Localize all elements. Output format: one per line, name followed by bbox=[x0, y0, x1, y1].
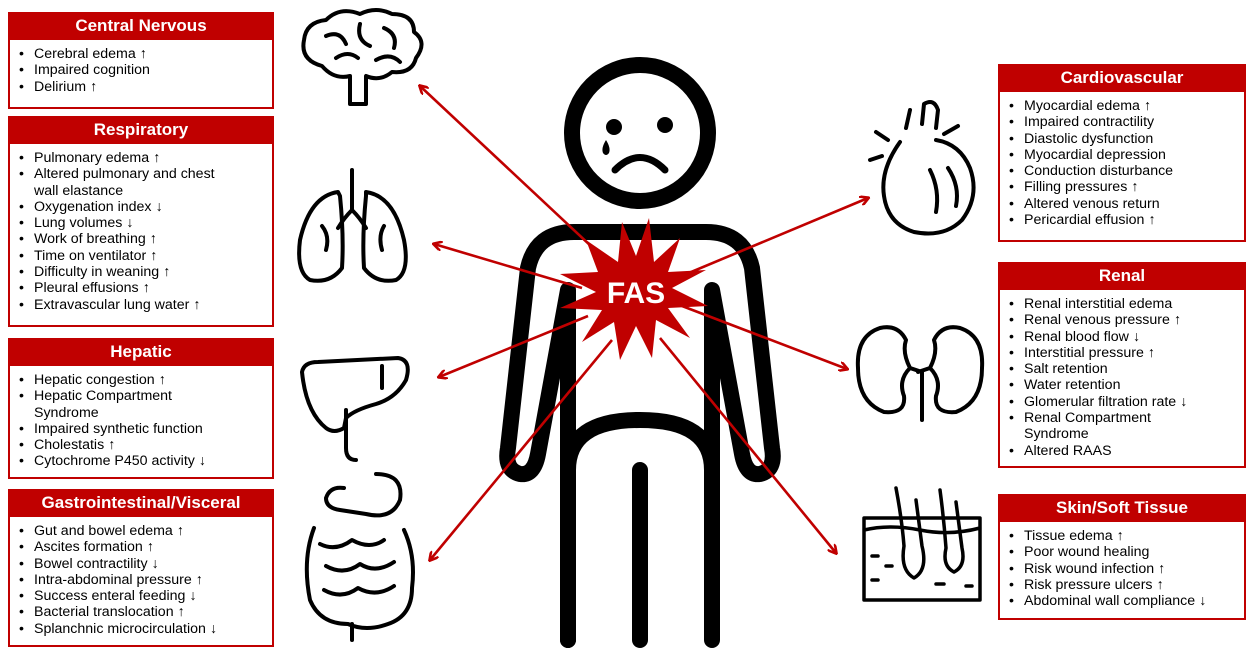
list-item: Splanchnic microcirculation ↓ bbox=[34, 621, 268, 637]
list-item: Pleural effusions ↑ bbox=[34, 280, 268, 296]
arrow-skin bbox=[660, 338, 836, 553]
right-eye bbox=[657, 117, 673, 133]
list-item: Difficulty in weaning ↑ bbox=[34, 264, 268, 280]
list-item: Myocardial edema ↑ bbox=[1024, 98, 1240, 114]
hepatic-box: Hepatic Hepatic congestion ↑ Hepatic Com… bbox=[8, 338, 274, 479]
list-item: Hepatic Compartment bbox=[34, 388, 268, 404]
renal-list: Renal interstitial edema Renal venous pr… bbox=[1000, 290, 1244, 461]
list-item: Pericardial effusion ↑ bbox=[1024, 212, 1240, 228]
renal-box: Renal Renal interstitial edema Renal ven… bbox=[998, 262, 1246, 468]
list-item: Syndrome bbox=[1024, 426, 1240, 442]
gastrointestinal-list: Gut and bowel edema ↑ Ascites formation … bbox=[10, 517, 272, 639]
list-item: Filling pressures ↑ bbox=[1024, 179, 1240, 195]
list-item: Altered pulmonary and chest bbox=[34, 166, 268, 182]
list-item: Cholestatis ↑ bbox=[34, 437, 268, 453]
list-item: Diastolic dysfunction bbox=[1024, 131, 1240, 147]
list-item: Myocardial depression bbox=[1024, 147, 1240, 163]
gastrointestinal-title: Gastrointestinal/Visceral bbox=[8, 489, 274, 517]
fas-center-label: FAS bbox=[600, 277, 672, 311]
cardiovascular-box: Cardiovascular Myocardial edema ↑ Impair… bbox=[998, 64, 1246, 242]
skin-soft-tissue-box: Skin/Soft Tissue Tissue edema ↑ Poor wou… bbox=[998, 494, 1246, 620]
gastrointestinal-box: Gastrointestinal/Visceral Gut and bowel … bbox=[8, 489, 274, 647]
list-item: Renal interstitial edema bbox=[1024, 296, 1240, 312]
lungs-icon bbox=[299, 170, 406, 281]
list-item: Ascites formation ↑ bbox=[34, 539, 268, 555]
list-item: Glomerular filtration rate ↓ bbox=[1024, 394, 1240, 410]
central-nervous-box: Central Nervous Cerebral edema ↑ Impaire… bbox=[8, 12, 274, 109]
frown-mouth bbox=[615, 158, 665, 171]
cardiovascular-title: Cardiovascular bbox=[998, 64, 1246, 92]
list-item: wall elastance bbox=[34, 183, 268, 199]
list-item: Bacterial translocation ↑ bbox=[34, 604, 268, 620]
list-item: Tissue edema ↑ bbox=[1024, 528, 1240, 544]
list-item: Hepatic congestion ↑ bbox=[34, 372, 268, 388]
list-item: Salt retention bbox=[1024, 361, 1240, 377]
left-eye bbox=[606, 119, 622, 135]
list-item: Work of breathing ↑ bbox=[34, 231, 268, 247]
list-item: Oxygenation index ↓ bbox=[34, 199, 268, 215]
list-item: Bowel contractility ↓ bbox=[34, 556, 268, 572]
respiratory-box: Respiratory Pulmonary edema ↑ Altered pu… bbox=[8, 116, 274, 327]
list-item: Risk pressure ulcers ↑ bbox=[1024, 577, 1240, 593]
intestine-icon bbox=[307, 474, 413, 640]
list-item: Renal venous pressure ↑ bbox=[1024, 312, 1240, 328]
central-nervous-title: Central Nervous bbox=[8, 12, 274, 40]
liver-icon bbox=[302, 358, 408, 460]
kidneys-icon bbox=[858, 327, 982, 420]
list-item: Renal Compartment bbox=[1024, 410, 1240, 426]
list-item: Delirium ↑ bbox=[34, 79, 268, 95]
list-item: Syndrome bbox=[34, 405, 268, 421]
list-item: Interstitial pressure ↑ bbox=[1024, 345, 1240, 361]
list-item: Impaired contractility bbox=[1024, 114, 1240, 130]
list-item: Cerebral edema ↑ bbox=[34, 46, 268, 62]
list-item: Intra-abdominal pressure ↑ bbox=[34, 572, 268, 588]
list-item: Abdominal wall compliance ↓ bbox=[1024, 593, 1240, 609]
skin-layers-icon bbox=[864, 488, 980, 600]
list-item: Impaired synthetic function bbox=[34, 421, 268, 437]
list-item: Water retention bbox=[1024, 377, 1240, 393]
sad-face bbox=[602, 117, 673, 170]
renal-title: Renal bbox=[998, 262, 1246, 290]
person-head bbox=[572, 65, 708, 201]
list-item: Renal blood flow ↓ bbox=[1024, 329, 1240, 345]
list-item: Conduction disturbance bbox=[1024, 163, 1240, 179]
list-item: Lung volumes ↓ bbox=[34, 215, 268, 231]
respiratory-list: Pulmonary edema ↑ Altered pulmonary and … bbox=[10, 144, 272, 315]
brain-icon bbox=[303, 10, 421, 104]
list-item: Pulmonary edema ↑ bbox=[34, 150, 268, 166]
respiratory-title: Respiratory bbox=[8, 116, 274, 144]
list-item: Success enteral feeding ↓ bbox=[34, 588, 268, 604]
list-item: Cytochrome P450 activity ↓ bbox=[34, 453, 268, 469]
heart-icon bbox=[870, 102, 974, 234]
tear-drop bbox=[602, 140, 609, 155]
list-item: Altered venous return bbox=[1024, 196, 1240, 212]
list-item: Altered RAAS bbox=[1024, 443, 1240, 459]
central-nervous-list: Cerebral edema ↑ Impaired cognition Deli… bbox=[10, 40, 272, 97]
list-item: Poor wound healing bbox=[1024, 544, 1240, 560]
arrow-respiratory bbox=[434, 244, 582, 288]
hepatic-list: Hepatic congestion ↑ Hepatic Compartment… bbox=[10, 366, 272, 472]
list-item: Impaired cognition bbox=[34, 62, 268, 78]
list-item: Gut and bowel edema ↑ bbox=[34, 523, 268, 539]
hepatic-title: Hepatic bbox=[8, 338, 274, 366]
skin-soft-tissue-title: Skin/Soft Tissue bbox=[998, 494, 1246, 522]
person-figure bbox=[507, 65, 773, 640]
cardiovascular-list: Myocardial edema ↑ Impaired contractilit… bbox=[1000, 92, 1244, 230]
list-item: Extravascular lung water ↑ bbox=[34, 297, 268, 313]
list-item: Time on ventilator ↑ bbox=[34, 248, 268, 264]
list-item: Risk wound infection ↑ bbox=[1024, 561, 1240, 577]
skin-soft-tissue-list: Tissue edema ↑ Poor wound healing Risk w… bbox=[1000, 522, 1244, 611]
